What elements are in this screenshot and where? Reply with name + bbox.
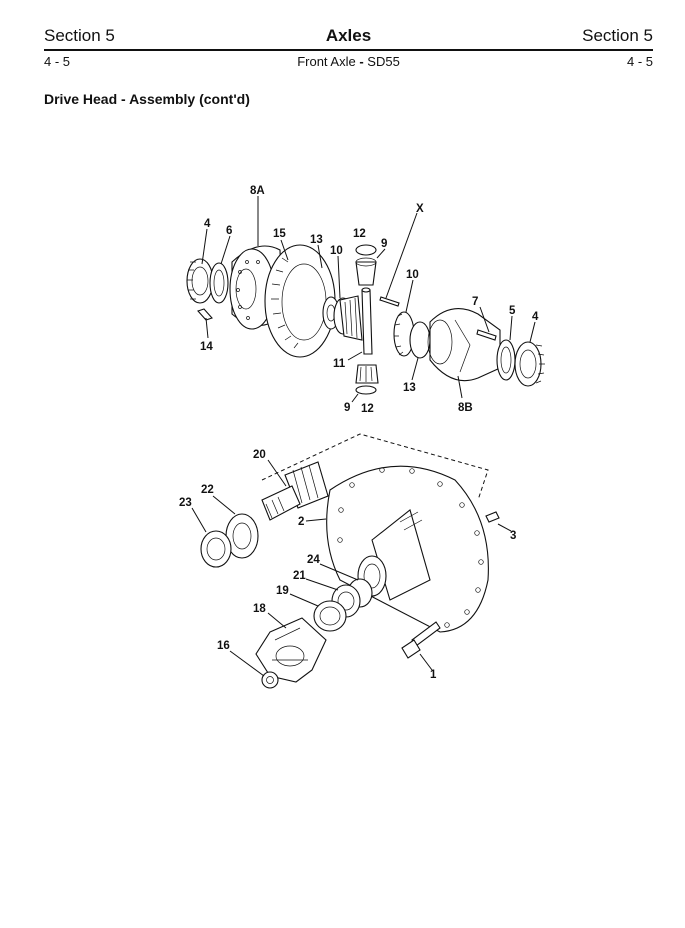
callout-x: X [416,203,424,215]
drive-flange-part [255,617,327,683]
callout-4-left: 4 [204,218,211,230]
side-gear-right-part [393,311,431,359]
callout-21: 21 [293,570,306,582]
pinion-bearing-part [225,513,259,559]
subheader-separator: - [355,54,368,69]
callout-10-right: 10 [406,269,419,281]
planet-pinion-top-part [355,244,377,286]
cross-shaft-part [361,287,373,355]
header-title: Axles [325,26,372,45]
leader-lines [191,196,536,677]
bearing-cup-right-part [496,339,516,381]
diff-side-gear-part [339,295,363,341]
page-header: Section 5 Axles Section 5 [44,24,653,50]
callout-5: 5 [509,305,516,317]
subheader-part-a: Front Axle [297,54,356,69]
callout-4-right: 4 [532,311,539,323]
callout-1: 1 [430,669,437,681]
pinion-cup-part [200,530,232,568]
crown-wheel-part [264,244,336,358]
page-subheader: 4 - 5 Front Axle - SD55 4 - 5 [44,54,653,72]
callout-16: 16 [217,640,230,652]
callout-2: 2 [298,516,304,528]
callout-8a: 8A [250,185,265,197]
callout-10-left: 10 [330,245,343,257]
subheader-part-b: SD55 [367,54,400,69]
callout-15: 15 [273,228,286,240]
callout-9-top: 9 [381,238,387,250]
callout-23: 23 [179,497,192,509]
page-number-right: 4 - 5 [626,54,653,69]
callout-22: 22 [201,484,214,496]
header-section-left: Section 5 [44,26,115,45]
breather-part [485,511,500,523]
callout-11: 11 [333,358,346,370]
callout-13-bottom: 13 [403,382,416,394]
header-rule [44,49,653,51]
callout-20: 20 [253,449,266,461]
oil-seal-part [313,600,347,632]
case-bolt-part [476,329,497,341]
callout-12-top: 12 [353,228,366,240]
callout-8b: 8B [458,402,473,414]
callout-13-top: 13 [310,234,323,246]
bearing-left-part [186,258,214,304]
pinion-nut-part [261,671,279,689]
callout-6: 6 [226,225,232,237]
header-section-right: Section 5 [582,26,653,45]
callout-24: 24 [307,554,320,566]
callout-19: 19 [276,585,289,597]
page-number-left: 4 - 5 [44,54,71,69]
callout-12-bottom: 12 [361,403,374,415]
callout-3: 3 [510,530,516,542]
ring-gear-bolt-part [197,308,213,321]
planet-pinion-bottom-part [355,364,379,395]
callout-14: 14 [200,341,213,353]
case-half-8b-part [427,308,501,382]
bearing-right-part [514,341,545,387]
callout-18: 18 [253,603,266,615]
subheader-title: Front Axle - SD55 [44,54,653,69]
drive-pinion-part [261,461,329,521]
housing-bolt-part [401,621,441,659]
bearing-cup-left-part [209,262,229,304]
roll-pin-x-part [379,296,400,307]
section-title: Drive Head - Assembly (cont'd) [44,91,250,107]
callout-9-bottom: 9 [344,402,350,414]
callout-7: 7 [472,296,478,308]
